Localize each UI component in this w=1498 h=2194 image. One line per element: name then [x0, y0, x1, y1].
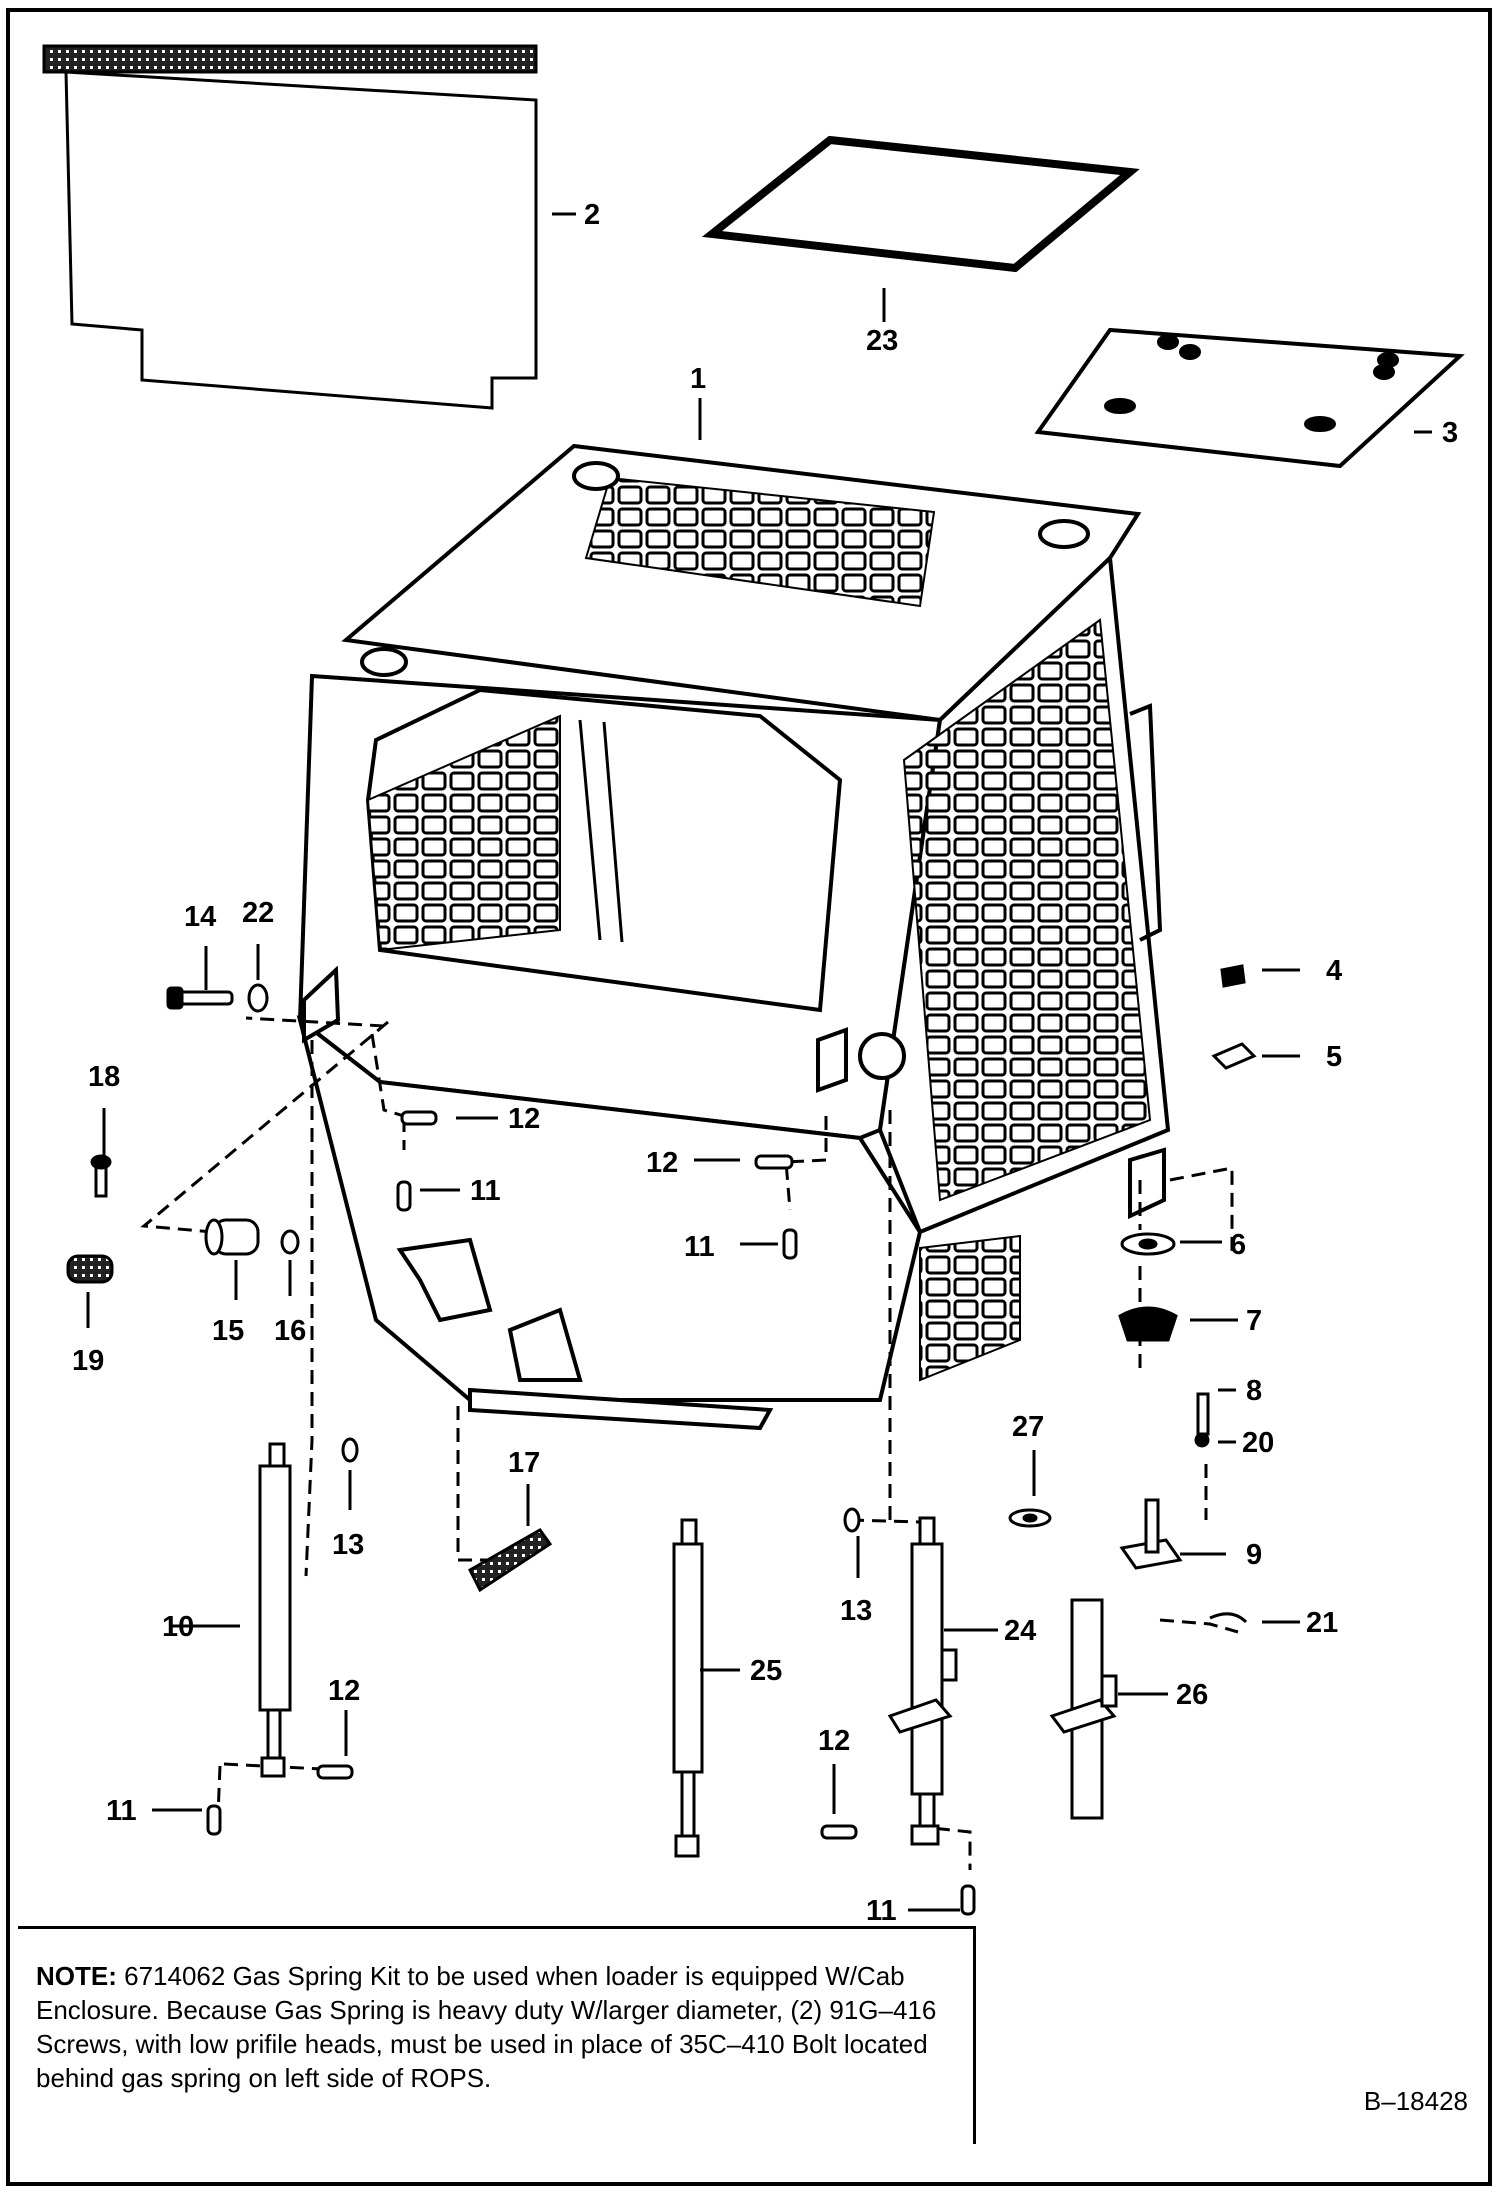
callout-4: 4 — [1326, 955, 1342, 987]
callout-9: 9 — [1246, 1539, 1262, 1571]
callout-2: 2 — [584, 199, 600, 231]
callout-5: 5 — [1326, 1041, 1342, 1073]
callout-15: 15 — [212, 1315, 244, 1347]
callout-13a: 13 — [332, 1529, 364, 1561]
part-12-pin-lower-right — [820, 1824, 858, 1840]
part-11-clip-upper-right — [782, 1228, 798, 1260]
part-4-bumper — [1220, 964, 1246, 988]
part-10-gas-spring — [258, 1442, 292, 1778]
callout-11b: 11 — [684, 1231, 715, 1263]
callout-26: 26 — [1176, 1679, 1208, 1711]
part-12-pin-upper-right — [754, 1154, 794, 1170]
part-20-nut — [1194, 1432, 1210, 1448]
part-11-clip-lower-left — [206, 1804, 222, 1836]
part-5-bracket — [1211, 1042, 1257, 1070]
part-19-spacer — [66, 1254, 114, 1284]
part-12-pin-lower-left — [316, 1764, 354, 1780]
callout-8: 8 — [1246, 1375, 1262, 1407]
part-13-washer-left — [341, 1437, 359, 1463]
callout-17: 17 — [508, 1447, 540, 1479]
callout-11a: 11 — [470, 1175, 501, 1207]
callout-11d: 11 — [866, 1895, 897, 1927]
part-12-pin-upper-left — [400, 1110, 438, 1126]
callout-7: 7 — [1246, 1305, 1262, 1337]
part-1-rops-cab — [296, 443, 1171, 1431]
callout-10: 10 — [162, 1611, 194, 1643]
part-11-clip-lower-right — [960, 1884, 976, 1916]
callout-13b: 13 — [840, 1595, 872, 1627]
callout-27: 27 — [1012, 1411, 1044, 1443]
part-8-bolt — [1196, 1392, 1210, 1436]
part-25-gas-spring — [672, 1518, 704, 1858]
callout-12b: 12 — [646, 1147, 678, 1179]
callout-21: 21 — [1306, 1607, 1338, 1639]
callout-3: 3 — [1442, 417, 1458, 449]
callout-18: 18 — [88, 1061, 120, 1093]
callout-23: 23 — [866, 325, 898, 357]
part-18-bolt — [90, 1154, 112, 1198]
leader-lines — [86, 212, 1432, 1912]
callout-25: 25 — [750, 1655, 782, 1687]
callout-24: 24 — [1004, 1615, 1036, 1647]
callout-12a: 12 — [508, 1103, 540, 1135]
note-text: 6714062 Gas Spring Kit to be used when l… — [36, 1961, 937, 2093]
page-border — [6, 8, 1492, 2186]
part-6-washer — [1120, 1232, 1176, 1256]
note-box: NOTE: 6714062 Gas Spring Kit to be used … — [18, 1926, 976, 2144]
part-26-cylinder — [1049, 1598, 1118, 1820]
figure-reference-number: B–18428 — [1363, 2086, 1468, 2116]
part-23-seal — [701, 135, 1140, 273]
part-24-cylinder — [887, 1516, 958, 1846]
part-16-washer — [280, 1229, 300, 1255]
callout-12c: 12 — [328, 1675, 360, 1707]
part-13-washer-right — [843, 1507, 861, 1533]
callout-20: 20 — [1242, 1427, 1274, 1459]
part-14-bolt — [166, 986, 234, 1010]
callout-1: 1 — [690, 363, 706, 395]
part-7-mount — [1118, 1306, 1178, 1342]
callout-16: 16 — [274, 1315, 306, 1347]
callout-14: 14 — [184, 901, 216, 933]
gas-springs — [258, 1442, 1118, 1858]
callout-19: 19 — [72, 1345, 104, 1377]
part-17-rod — [468, 1528, 553, 1593]
callout-6: 6 — [1230, 1229, 1246, 1261]
part-11-clip-upper-left — [396, 1180, 412, 1212]
note-label: NOTE: — [36, 1961, 117, 1991]
part-3-plate — [1034, 327, 1465, 469]
callout-12d: 12 — [818, 1725, 850, 1757]
part-15-bushing — [204, 1218, 260, 1256]
hardware-parts — [66, 964, 1257, 1916]
callout-11c: 11 — [106, 1795, 137, 1827]
part-22-washer — [247, 983, 269, 1013]
part-21-pin — [1209, 1612, 1248, 1624]
part-2-rear-window — [42, 44, 538, 410]
callout-22: 22 — [242, 897, 274, 929]
callout-labels: 2 23 1 3 14 22 4 5 18 12 11 12 11 6 7 15… — [72, 199, 1458, 1927]
part-27-washer — [1008, 1508, 1052, 1528]
part-9-stud-plate — [1119, 1498, 1183, 1570]
